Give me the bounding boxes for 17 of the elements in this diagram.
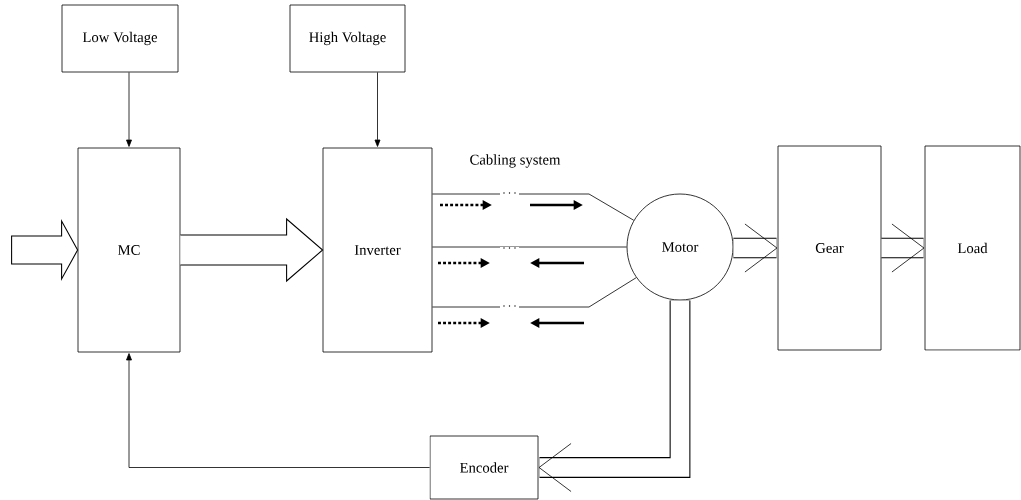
cable-line — [432, 277, 637, 308]
shaft-arrow — [538, 300, 691, 492]
block-box: Encoder — [429, 435, 539, 500]
block-box: Inverter — [322, 147, 433, 353]
cable-line — [432, 246, 627, 248]
block-arrow — [179, 217, 324, 283]
arrow — [374, 72, 381, 147]
block-box: MC — [77, 147, 181, 353]
arrow — [126, 72, 132, 147]
block-arrow — [11, 218, 79, 282]
block-box: Low Voltage — [61, 4, 179, 73]
section-label: Cabling system — [470, 154, 561, 168]
block-box: Gear — [777, 145, 882, 351]
block-box: High Voltage — [289, 4, 406, 73]
block-box: Load — [924, 145, 1021, 351]
arrow — [126, 353, 430, 468]
cable-line — [432, 193, 635, 221]
